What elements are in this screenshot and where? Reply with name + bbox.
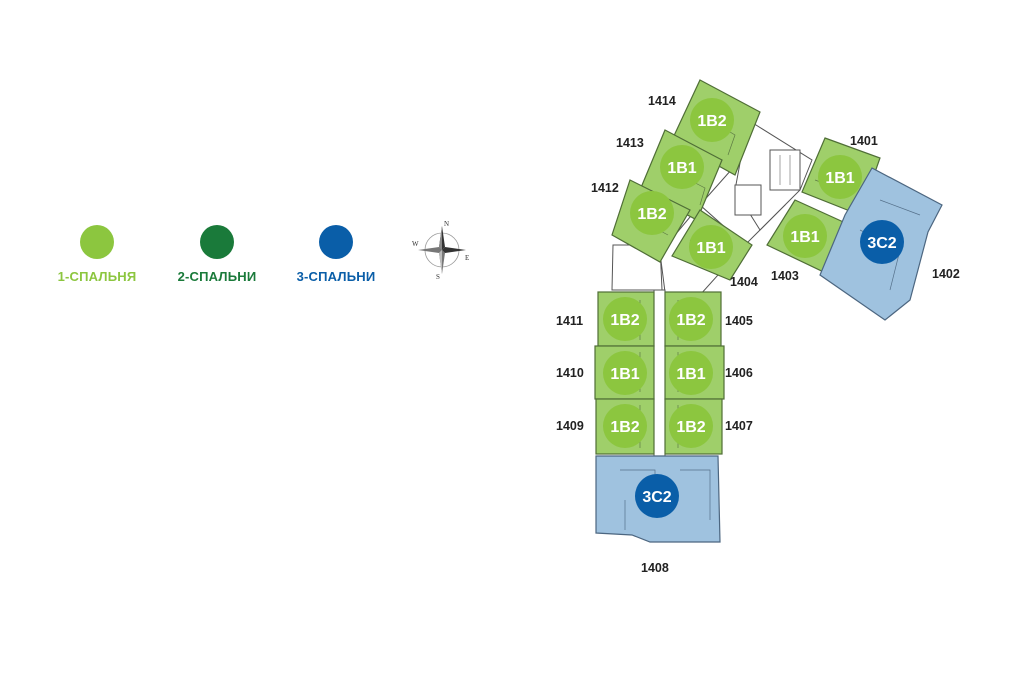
badge-1411-type: 1B2 xyxy=(610,312,639,329)
badge-1408[interactable]: 3C2 xyxy=(635,474,679,518)
badge-1406-type: 1B1 xyxy=(676,366,705,383)
badge-1409[interactable]: 1B2 xyxy=(603,404,647,448)
badge-1410[interactable]: 1B1 xyxy=(603,351,647,395)
badge-1409-type: 1B2 xyxy=(610,419,639,436)
badge-1414-type: 1B2 xyxy=(697,113,726,130)
legend: 1-СПАЛЬНЯ 2-СПАЛЬНИ 3-СПАЛЬНИ xyxy=(0,222,400,292)
badge-1412-type: 1B2 xyxy=(637,206,666,223)
unit-label-1408: 1408 xyxy=(641,561,669,575)
unit-label-1404: 1404 xyxy=(730,275,758,289)
unit-label-1402: 1402 xyxy=(932,267,960,281)
badge-1405-type: 1B2 xyxy=(676,312,705,329)
badge-1402[interactable]: 3C2 xyxy=(860,220,904,264)
unit-label-1407: 1407 xyxy=(725,419,753,433)
badge-1413-type: 1B1 xyxy=(667,160,696,177)
legend-item-1-bedroom: 1-СПАЛЬНЯ xyxy=(32,222,162,284)
compass-rose-icon: N S E W xyxy=(412,220,469,280)
compass-w: W xyxy=(412,240,419,248)
unit-label-1413: 1413 xyxy=(616,136,644,150)
unit-label-1411: 1411 xyxy=(556,314,583,328)
unit-label-1405: 1405 xyxy=(725,314,753,328)
legend-dot-1-bedroom xyxy=(80,225,114,259)
legend-item-2-bedroom: 2-СПАЛЬНИ xyxy=(152,222,282,284)
unit-label-1410: 1410 xyxy=(556,366,584,380)
badge-1407[interactable]: 1B2 xyxy=(669,404,713,448)
badge-1413[interactable]: 1B1 xyxy=(660,145,704,189)
legend-item-3-bedroom: 3-СПАЛЬНИ xyxy=(271,222,401,284)
badge-1401-type: 1B1 xyxy=(825,170,854,187)
badge-1404[interactable]: 1B1 xyxy=(689,225,733,269)
badge-1406[interactable]: 1B1 xyxy=(669,351,713,395)
compass-s: S xyxy=(436,273,440,280)
legend-label-2-bedroom: 2-СПАЛЬНИ xyxy=(177,269,257,284)
unit-label-1412: 1412 xyxy=(591,181,619,195)
badge-1405[interactable]: 1B2 xyxy=(669,297,713,341)
legend-label-1-bedroom: 1-СПАЛЬНЯ xyxy=(57,269,137,284)
badge-1404-type: 1B1 xyxy=(696,240,725,257)
unit-label-1401: 1401 xyxy=(850,134,878,148)
badge-1412[interactable]: 1B2 xyxy=(630,191,674,235)
badge-1403[interactable]: 1B1 xyxy=(783,214,827,258)
badge-1401[interactable]: 1B1 xyxy=(818,155,862,199)
badge-1408-type: 3C2 xyxy=(642,489,671,506)
legend-dot-2-bedroom xyxy=(200,225,234,259)
compass-n: N xyxy=(444,220,449,228)
badge-1411[interactable]: 1B2 xyxy=(603,297,647,341)
badge-1410-type: 1B1 xyxy=(610,366,639,383)
compass-e: E xyxy=(465,254,469,262)
legend-dot-3-bedroom xyxy=(319,225,353,259)
unit-label-1403: 1403 xyxy=(771,269,799,283)
badge-1407-type: 1B2 xyxy=(676,419,705,436)
unit-label-1414: 1414 xyxy=(648,94,676,108)
badge-1414[interactable]: 1B2 xyxy=(690,98,734,142)
badge-1402-type: 3C2 xyxy=(867,235,896,252)
unit-label-1409: 1409 xyxy=(556,419,584,433)
badge-1403-type: 1B1 xyxy=(790,229,819,246)
unit-label-1406: 1406 xyxy=(725,366,753,380)
legend-label-3-bedroom: 3-СПАЛЬНИ xyxy=(296,269,376,284)
